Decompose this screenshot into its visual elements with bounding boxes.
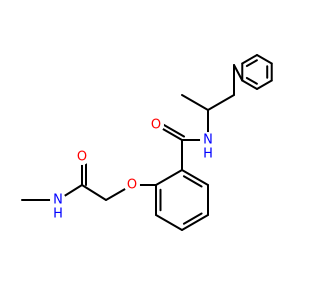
atom-h-background (202, 147, 214, 161)
ring-b-bond-4 (256, 79, 273, 90)
atom-symbol: O (127, 178, 137, 193)
atom-n-amide-lower: NH (50, 192, 66, 222)
bonds-layer (21, 54, 273, 231)
atom-n-amide-upper: NH (200, 132, 216, 162)
bond-methine-methyl (181, 94, 209, 111)
ring-b-bond-5 (241, 79, 258, 90)
atom-background (148, 117, 164, 133)
ring-b-double-3 (245, 76, 258, 85)
bond-ch2-carbonyl (81, 184, 107, 201)
bond-methine-ch2 (207, 94, 235, 111)
ring-a-bond-4 (155, 214, 183, 231)
ring-a-double-1 (182, 175, 203, 188)
ring-b-bond-2 (256, 54, 273, 65)
atom-background (50, 192, 66, 208)
atom-o-ether: O (124, 177, 140, 193)
atom-hydrogen: H (203, 147, 213, 162)
atom-symbol: O (77, 150, 87, 165)
atom-background (74, 149, 90, 165)
atom-background (124, 177, 140, 193)
ring-a-bond-3 (181, 214, 209, 231)
atom-hydrogen: H (53, 207, 63, 222)
atom-o-carbonyl-upper: O (148, 117, 164, 133)
ring-b-double-1 (245, 59, 258, 68)
atom-symbol: O (151, 118, 161, 133)
ring-a-bond-6 (155, 169, 183, 186)
ring-a-bond-1 (181, 169, 209, 186)
atom-background (200, 132, 216, 148)
atom-symbol: N (203, 133, 213, 148)
bond-ch2-phenyl (233, 64, 244, 82)
atom-h-background (52, 207, 64, 221)
ring-b-bond-1 (241, 54, 258, 65)
ring-a-double-2 (182, 212, 203, 225)
atom-symbol: N (53, 193, 63, 208)
atom-o-carbonyl-lower: O (74, 149, 90, 165)
